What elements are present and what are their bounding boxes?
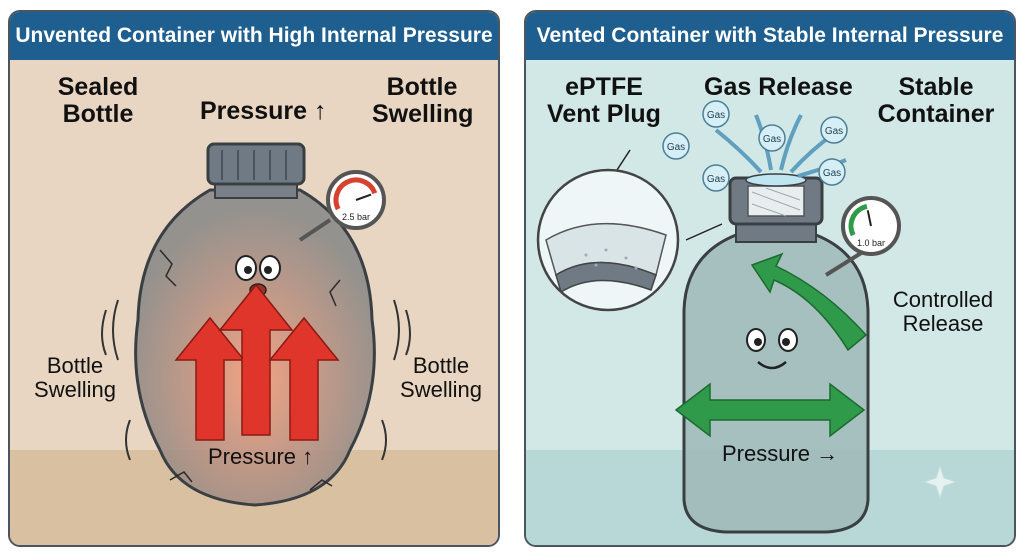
- gas-bubble-label: Gas: [823, 168, 841, 179]
- sparkle-icon: [922, 464, 958, 500]
- gauge-reading: 1.0 bar: [857, 238, 885, 248]
- label-sealed-bottle: Sealed Bottle: [57, 73, 139, 128]
- pressure-arrows-up: [174, 283, 340, 441]
- arrow-up-icon: ↑: [313, 97, 327, 125]
- crack-marks: [159, 249, 341, 491]
- label-pressure-inside-left: Pressure ↑: [208, 444, 314, 469]
- gas-bubble: Gas: [758, 124, 786, 152]
- panel-unvented: Unvented Container with High Internal Pr…: [8, 10, 500, 547]
- label-gas-release: Gas Release: [704, 73, 853, 101]
- title-vented: Vented Container with Stable Internal Pr…: [526, 12, 1014, 60]
- gas-bubble: Gas: [662, 132, 690, 160]
- gas-bubble-label: Gas: [763, 134, 781, 145]
- controlled-release-arrow: [750, 252, 868, 352]
- label-pressure-inside-right: Pressure →: [722, 441, 839, 466]
- unvented-bottle-illustration: 2.5 bar: [101, 142, 411, 507]
- label-eptfe-vent-plug: ePTFE Vent Plug: [547, 73, 661, 128]
- label-controlled-release: Controlled Release: [892, 287, 994, 336]
- gas-bubble: Gas: [818, 158, 846, 186]
- label-pressure-top: Pressure ↑: [200, 97, 327, 125]
- pressure-arrow-horizontal: [674, 382, 866, 438]
- gas-bubble: Gas: [702, 100, 730, 128]
- gas-bubble-label: Gas: [667, 142, 685, 153]
- gas-bubble: Gas: [820, 116, 848, 144]
- vent-plug-magnifier: [536, 149, 723, 312]
- panel-vented: Vented Container with Stable Internal Pr…: [524, 10, 1016, 547]
- pressure-gauge: 1.0 bar: [824, 196, 901, 277]
- bottle-cap: [206, 142, 306, 186]
- label-bottle-swelling-left: Bottle Swelling: [34, 353, 116, 402]
- label-stable-container: Stable Container: [877, 73, 995, 128]
- gas-bubble-label: Gas: [707, 174, 725, 185]
- arrow-up-icon: ↑: [302, 444, 314, 469]
- label-bottle-swelling-top: Bottle Swelling: [372, 73, 474, 128]
- gas-bubble-label: Gas: [825, 126, 843, 137]
- label-bottle-swelling-right: Bottle Swelling: [400, 353, 482, 402]
- gas-bubble: Gas: [702, 164, 730, 192]
- gas-bubble-label: Gas: [707, 110, 725, 121]
- arrow-right-icon: →: [816, 441, 839, 466]
- shake-lines: [101, 299, 411, 461]
- gauge-reading: 2.5 bar: [342, 212, 370, 222]
- happy-face: [746, 328, 798, 370]
- pressure-gauge: 2.5 bar: [298, 170, 386, 242]
- title-unvented: Unvented Container with High Internal Pr…: [10, 12, 498, 60]
